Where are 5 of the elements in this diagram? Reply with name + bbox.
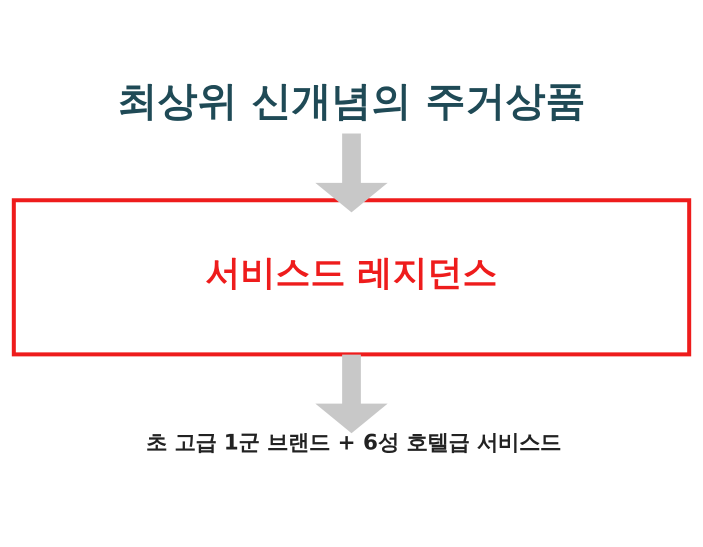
- arrow: [315, 133, 388, 212]
- node-text: 초 고급 1군 브랜드 + 6성 호텔급 서비스드: [146, 430, 561, 455]
- node-box: 서비스드 레지던스: [12, 198, 692, 356]
- node-text: 최상위 신개념의 주거상품: [118, 78, 586, 124]
- arrow: [315, 354, 388, 433]
